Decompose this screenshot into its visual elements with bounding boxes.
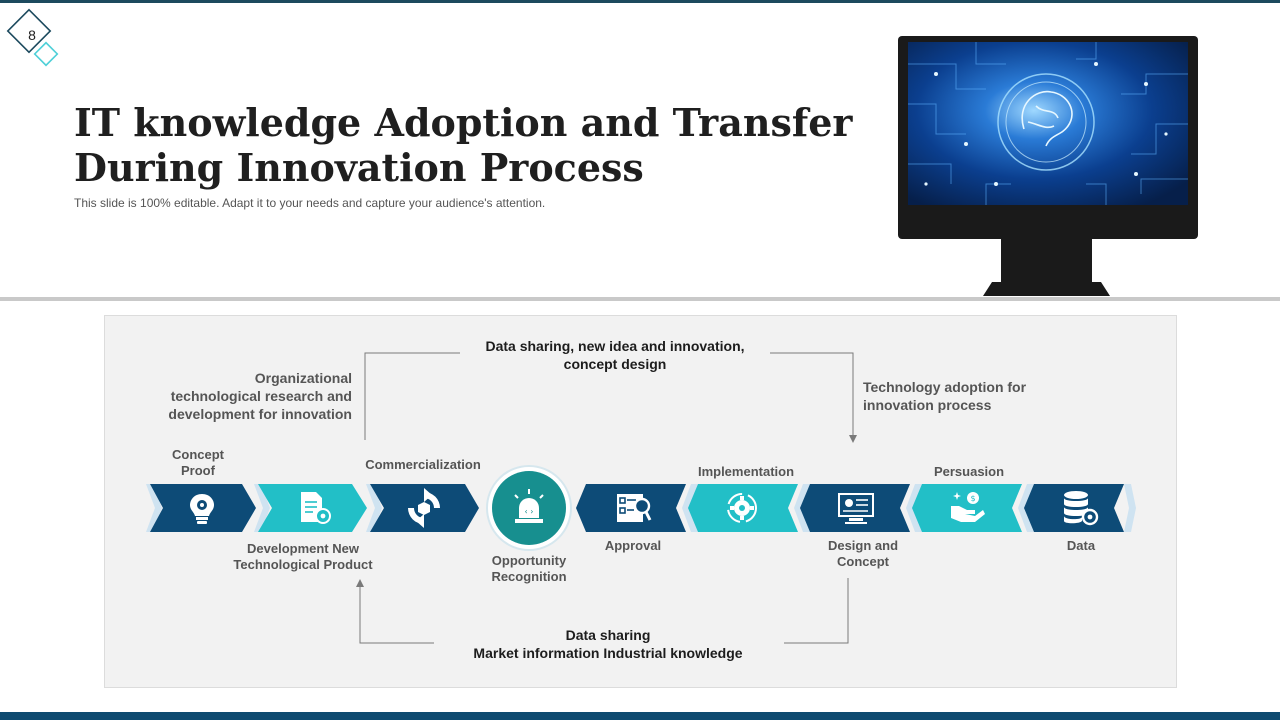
step-chevron-persuasion [906,484,1022,532]
note-top-center-line-2: concept design [563,356,667,372]
note-top-right-line-1: Technology adoption for [863,379,1027,395]
note-top-right-line-2: innovation process [863,397,992,413]
step-label-commercialization: Commercialization [352,457,494,473]
step-label-line: Persuasion [933,464,1005,479]
step-label-design-concept: Design and Concept [808,538,918,570]
note-top-left-line-3: development for innovation [168,406,352,422]
document-gear-icon [301,492,331,524]
gear-refresh-icon [727,493,757,523]
step-label-line: Commercialization [365,457,481,472]
step-label-line: Implementation [697,464,795,479]
cycle-arrows-icon [408,488,440,528]
note-top-left: Organizational technological research an… [130,369,352,423]
note-top-left-line-2: technological research and [170,388,352,404]
page-subtitle: This slide is 100% editable. Adapt it to… [74,196,546,210]
step-label-data: Data [1041,538,1121,554]
note-bottom-center-line-1: Data sharing [565,627,651,643]
step-label-development: Development New Technological Product [218,541,388,573]
arrowhead-up [356,579,364,587]
checklist-magnifier-icon [617,494,652,522]
hand-money-icon: $ [951,492,985,522]
step-label-concept-proof: Concept Proof [148,447,248,479]
note-top-center-line-1: Data sharing, new idea and innovation, [485,338,745,354]
step-label-line: Proof [181,463,215,478]
monitor-design-icon [838,493,874,524]
title-line-2: During Innovation Process [74,145,644,190]
top-rule [0,0,1280,3]
page-number-badge [6,8,59,67]
step-label-line: Opportunity [491,553,567,568]
svg-text:$: $ [970,494,975,503]
connector-bottom-left [359,586,434,644]
connector-bottom-right [784,578,849,644]
database-gear-icon [1064,491,1099,526]
lightbulb-gear-icon [190,494,214,524]
note-bottom-center-line-2: Market information Industrial knowledge [473,645,743,661]
step-label-line: Data [1066,538,1096,553]
connector-top-right [770,352,854,436]
page-title: IT knowledge Adoption and Transfer Durin… [74,100,854,190]
step-label-line: Approval [604,538,662,553]
step-label-implementation: Implementation [686,464,806,480]
step-chevron-design-concept [794,484,910,532]
step-chevron-data [1018,484,1136,532]
page-number: 8 [28,27,36,43]
title-line-1: IT knowledge Adoption and Transfer [74,100,853,145]
step-label-line: Design and [827,538,899,553]
note-bottom-center: Data sharing Market information Industri… [440,626,776,662]
section-divider [0,297,1280,301]
note-top-center: Data sharing, new idea and innovation, c… [460,337,770,373]
alarm-light-icon: ‹ › [514,489,544,523]
arrowhead-down [849,435,857,443]
step-label-opportunity: Opportunity Recognition [474,553,584,585]
footer-bar [0,712,1280,720]
monitor-illustration [898,36,1198,296]
connector-top-left [364,352,460,440]
step-label-approval: Approval [583,538,683,554]
step-label-line: Recognition [491,569,567,584]
svg-text:‹ ›: ‹ › [525,507,534,516]
note-top-right: Technology adoption for innovation proce… [863,378,1083,414]
note-top-left-line-1: Organizational [254,370,352,386]
step-label-line: Development New [247,541,359,556]
step-label-line: Technological Product [233,557,373,572]
step-label-line: Concept [837,554,889,569]
step-label-persuasion: Persuasion [919,464,1019,480]
step-label-line: Concept [172,447,224,462]
